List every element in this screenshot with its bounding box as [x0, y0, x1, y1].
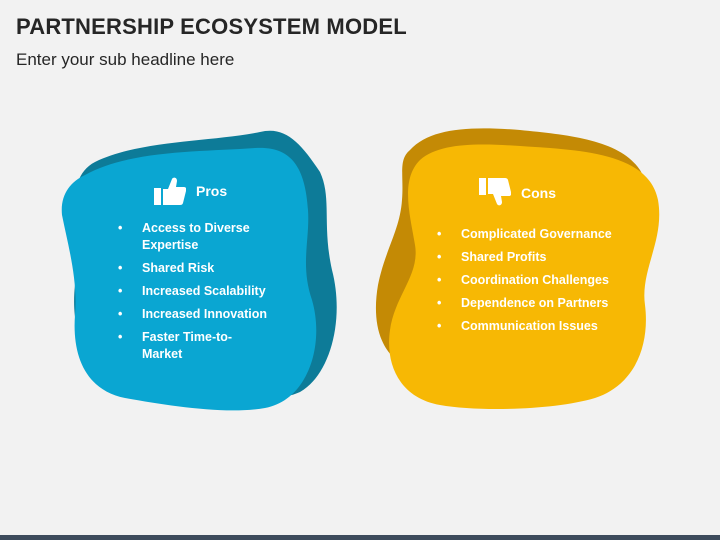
cons-panel: Cons Complicated Governance Shared Profi… — [437, 178, 637, 341]
bottom-bar — [0, 535, 720, 540]
pros-item: Increased Scalability — [118, 283, 268, 300]
pros-panel: Pros Access to Diverse Expertise Shared … — [118, 177, 298, 369]
cons-item: Coordination Challenges — [437, 272, 637, 289]
cons-item: Shared Profits — [437, 249, 637, 266]
thumbs-up-icon — [154, 177, 186, 205]
thumbs-down-icon — [479, 178, 511, 208]
pros-item: Shared Risk — [118, 260, 268, 277]
cons-item: Communication Issues — [437, 318, 637, 335]
pros-item: Access to Diverse Expertise — [118, 220, 268, 254]
pros-list: Access to Diverse Expertise Shared Risk … — [118, 220, 268, 363]
cons-item: Dependence on Partners — [437, 295, 637, 312]
pros-item: Faster Time-to-Market — [118, 329, 268, 363]
cons-list: Complicated Governance Shared Profits Co… — [437, 226, 637, 335]
pros-label: Pros — [196, 183, 228, 199]
slide-subtitle: Enter your sub headline here — [16, 50, 235, 69]
slide-title: PARTNERSHIP ECOSYSTEM MODEL — [16, 14, 407, 39]
pros-item: Increased Innovation — [118, 306, 268, 323]
pros-header: Pros — [154, 177, 298, 205]
cons-header: Cons — [479, 178, 637, 208]
cons-item: Complicated Governance — [437, 226, 637, 243]
cons-label: Cons — [521, 185, 556, 201]
